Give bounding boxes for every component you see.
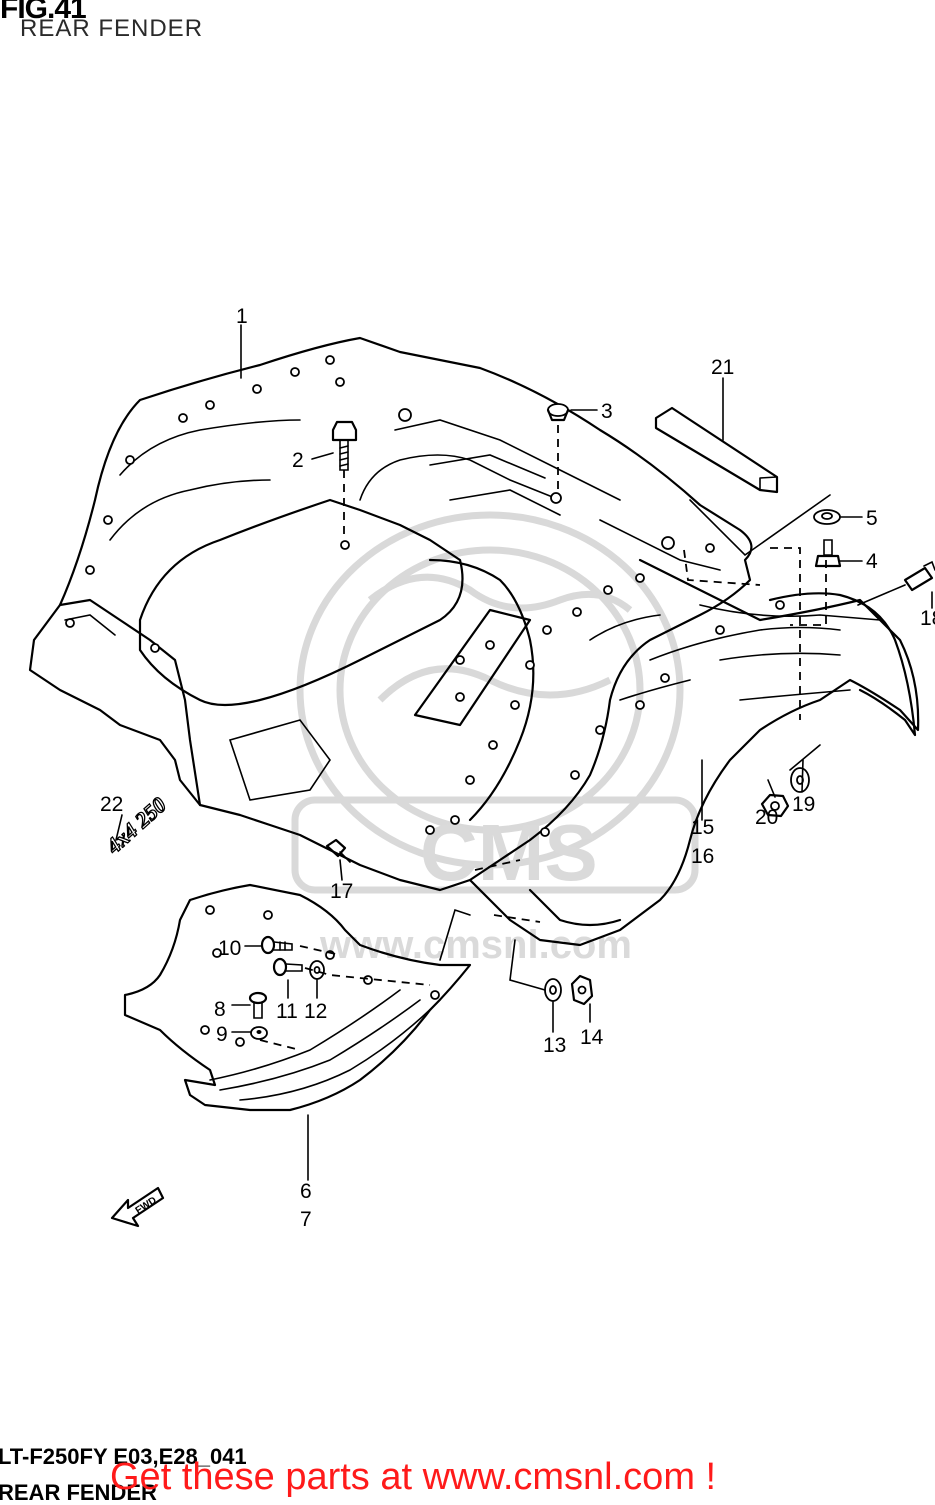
side-fender-15-16: [540, 592, 917, 837]
washer-13-icon: [544, 978, 562, 1002]
washer-5-icon: [813, 509, 841, 525]
washer-9-icon: [250, 1026, 268, 1040]
figure-subtitle: REAR FENDER: [20, 15, 204, 42]
callout-6: 6: [300, 1180, 312, 1203]
fasteners: [248, 403, 935, 1040]
callout-16: 16: [691, 845, 714, 868]
callout-17: 17: [330, 880, 353, 903]
watermark-badge: [291, 796, 699, 894]
mudguard-6-7: [123, 883, 472, 1112]
bolt-18-icon: [903, 560, 935, 592]
watermark-url: www.cmsnl.com: [319, 923, 632, 967]
callout-3: 3: [601, 400, 613, 423]
callout-19: 19: [792, 793, 815, 816]
callout-5: 5: [866, 507, 878, 530]
nut-20-icon: [760, 793, 790, 818]
bolt-17-icon: [325, 838, 351, 863]
callout-8: 8: [214, 998, 226, 1021]
washer-19-icon: [790, 767, 810, 793]
watermark-logo-text: CMS: [420, 808, 598, 897]
cta-link[interactable]: Get these parts at www.cmsnl.com !: [110, 1456, 717, 1498]
assembly-lines: [259, 425, 906, 1051]
callout-11: 11: [276, 1000, 298, 1023]
bolt-4-icon: [814, 539, 842, 568]
callout-22: 22: [100, 793, 123, 816]
screw-11-icon: [272, 957, 303, 977]
callout-1: 1: [236, 305, 248, 328]
callout-18: 18: [920, 607, 935, 630]
nut-12-icon: [309, 960, 325, 980]
watermark-logo: CMS www.cmsnl.com: [291, 511, 699, 967]
callout-13: 13: [543, 1034, 566, 1057]
bolt-2-icon: [331, 420, 358, 471]
fender-holes: [65, 355, 715, 835]
callout-20: 20: [755, 806, 778, 829]
footer-model-code: LT-F250FY E03,E28_041: [0, 1444, 247, 1469]
callout-labels: 1 2 3 4 5 6 7 8 9 10 11 12 13 14 15 16 1…: [100, 305, 935, 1231]
forward-arrow-icon: FWD: [110, 1186, 165, 1228]
forward-arrow-label: FWD: [134, 1195, 159, 1217]
figure-title: FIG.41: [0, 0, 87, 25]
screw-10-icon: [260, 935, 293, 955]
leader-lines: [115, 324, 933, 1181]
callout-4: 4: [866, 550, 878, 573]
callout-10: 10: [218, 937, 241, 960]
nut-14-icon: [570, 974, 594, 1006]
grommet-3-icon: [546, 403, 570, 422]
callout-9: 9: [216, 1023, 228, 1046]
callout-14: 14: [580, 1026, 604, 1049]
callout-12: 12: [304, 1000, 327, 1023]
callout-7: 7: [300, 1208, 312, 1231]
rear-fender-body: [28, 336, 920, 947]
callout-21: 21: [711, 356, 734, 379]
footer-diagram-name: REAR FENDER: [0, 1480, 157, 1505]
bar-part-21: [654, 406, 779, 494]
screw-8-icon: [248, 991, 268, 1019]
callout-2: 2: [292, 449, 304, 472]
callout-15: 15: [691, 816, 714, 839]
